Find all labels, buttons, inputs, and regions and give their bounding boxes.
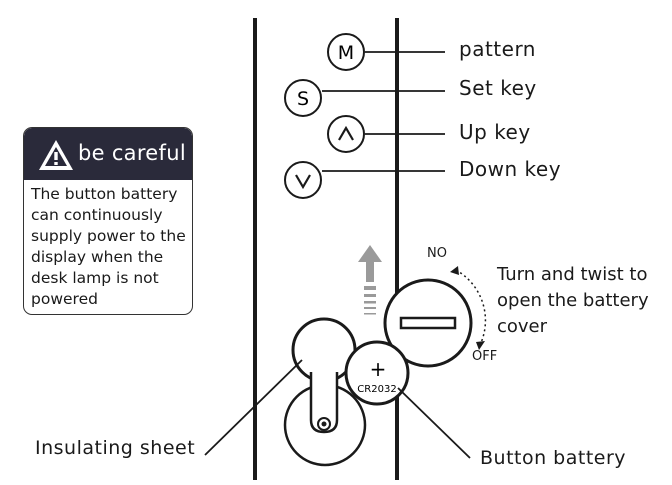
- battery-cover-slot: [399, 316, 457, 330]
- warning-header: be careful: [24, 128, 192, 180]
- battery-cover[interactable]: [383, 278, 473, 368]
- button-battery: + CR2032: [344, 340, 410, 406]
- key-set-symbol: S: [297, 88, 309, 110]
- leader-insulating-sheet: [204, 359, 303, 456]
- rotation-arrow-bottom-icon: [476, 341, 485, 350]
- slide-up-arrow-icon: [358, 245, 382, 315]
- label-up-key: Up key: [459, 120, 531, 144]
- label-off: OFF: [472, 349, 498, 364]
- key-down-button[interactable]: [284, 161, 322, 199]
- battery-model-text: CR2032: [357, 384, 396, 395]
- warning-title: be careful: [78, 141, 186, 165]
- label-set-key: Set key: [459, 76, 537, 100]
- key-mode-symbol: M: [338, 42, 354, 64]
- key-mode-button[interactable]: M: [327, 33, 365, 71]
- label-no: NO: [427, 246, 447, 261]
- label-down-key: Down key: [459, 157, 562, 181]
- key-up-button[interactable]: [327, 115, 365, 153]
- insulating-sheet[interactable]: [291, 317, 357, 434]
- leader-button-battery: [397, 387, 471, 459]
- battery-polarity-symbol: +: [370, 357, 387, 381]
- label-button-battery: Button battery: [480, 447, 627, 469]
- rotation-arc: [455, 269, 487, 346]
- cover-instruction: Turn and twist to open the battery cover: [497, 264, 649, 337]
- warning-triangle-icon: [39, 140, 73, 170]
- label-insulating-sheet: Insulating sheet: [35, 437, 196, 459]
- warning-box: be careful The button battery can contin…: [23, 127, 193, 315]
- label-pattern: pattern: [459, 37, 536, 61]
- rotation-arrow-top-icon: [450, 266, 459, 275]
- warning-body: The button battery can continuously supp…: [31, 185, 186, 308]
- key-set-button[interactable]: S: [284, 79, 322, 117]
